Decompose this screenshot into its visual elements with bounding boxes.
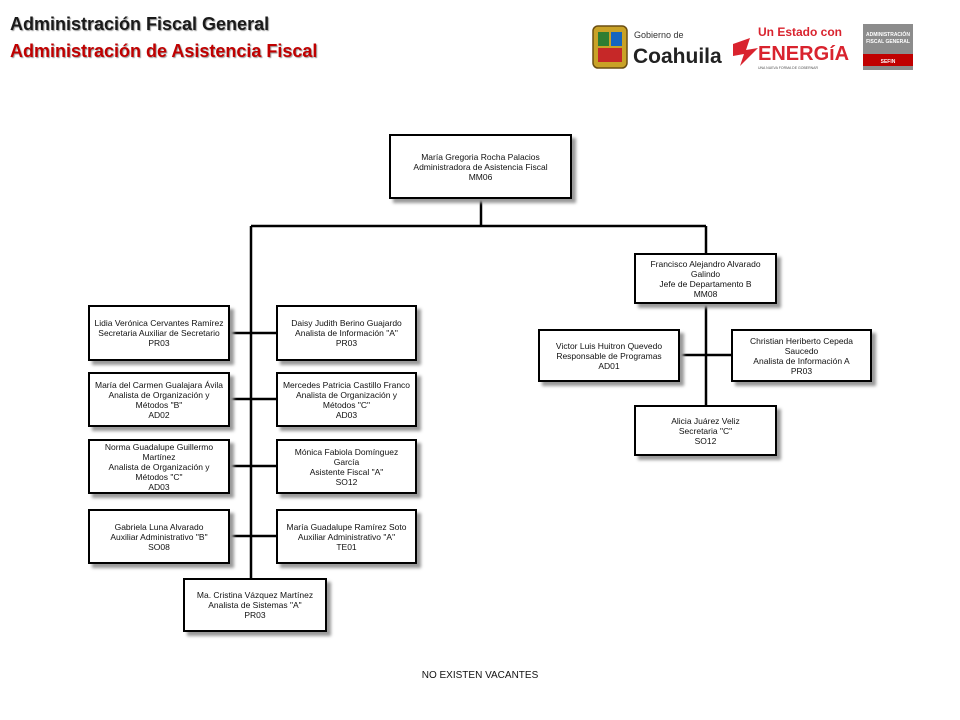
person-name: Christian Heriberto Cepeda Saucedo xyxy=(750,335,853,356)
person-name: María Guadalupe Ramírez Soto xyxy=(286,521,407,532)
vacancy-note: NO EXISTEN VACANTES xyxy=(421,670,539,681)
org-box-carmen: María del Carmen Gualajara Ávila Analist… xyxy=(88,372,230,427)
org-box-lidia: Lidia Verónica Cervantes Ramírez Secreta… xyxy=(88,305,230,361)
page-title: Administración Fiscal General xyxy=(10,14,270,34)
person-name: Norma Guadalupe Guillermo Martínez xyxy=(104,441,214,462)
page-subtitle: Administración de Asistencia Fiscal xyxy=(10,41,318,61)
header-logos: Gobierno de Coahuila Un Estado con ENERG… xyxy=(592,24,913,70)
person-name: Gabriela Luna Alvarado xyxy=(114,521,204,532)
org-box-daisy: Daisy Judith Berino Guajardo Analista de… xyxy=(276,305,417,361)
person-name: Francisco Alejandro Alvarado Galindo xyxy=(650,258,761,279)
position-code: MM08 xyxy=(693,288,718,299)
person-name: María Gregoria Rocha Palacios xyxy=(421,151,540,162)
position-title: Secretaria "C" xyxy=(678,425,733,436)
org-box-norma: Norma Guadalupe Guillermo Martínez Anali… xyxy=(88,439,230,494)
person-name: Daisy Judith Berino Guajardo xyxy=(291,318,402,328)
person-name: Ma. Cristina Vázquez Martínez xyxy=(196,590,314,600)
position-title: Analista de Sistemas "A" xyxy=(208,600,302,610)
position-title: Administradora de Asistencia Fiscal xyxy=(413,161,548,172)
logo-energia-big: ENERGíA xyxy=(758,43,849,65)
person-name: Lidia Verónica Cervantes Ramírez xyxy=(94,318,224,328)
position-title: Secretaria Auxiliar de Secretario xyxy=(98,328,220,338)
position-title: Auxiliar Administrativo "A" xyxy=(297,531,396,542)
org-box-cristina: Ma. Cristina Vázquez Martínez Analista d… xyxy=(183,578,327,632)
org-box-guadalupe: María Guadalupe Ramírez Soto Auxiliar Ad… xyxy=(276,509,417,564)
position-code: PR03 xyxy=(148,338,170,348)
position-title: Analista de Organización y Métodos "C" xyxy=(108,461,210,482)
person-name: Alicia Juárez Veliz xyxy=(671,415,740,426)
logo-afg-line1: ADMINISTRACIÓN xyxy=(866,30,910,38)
person-name: María del Carmen Gualajara Ávila xyxy=(94,379,224,390)
logo-afg-line2: FISCAL GENERAL xyxy=(866,39,910,45)
logo-coahuila-small: Gobierno de xyxy=(634,30,684,40)
position-code: PR03 xyxy=(790,365,813,376)
position-code: AD02 xyxy=(148,409,170,420)
position-code: SO12 xyxy=(335,476,358,487)
position-code: PR03 xyxy=(335,338,358,348)
org-box-victor: Victor Luis Huitron Quevedo Responsable … xyxy=(538,329,680,382)
position-code: SO12 xyxy=(694,435,717,446)
person-name: Mónica Fabiola Domínguez García xyxy=(294,446,399,467)
person-name: Mercedes Patricia Castillo Franco xyxy=(282,379,411,390)
position-code: AD01 xyxy=(598,360,620,371)
lightning-icon xyxy=(733,38,758,66)
position-title: Jefe de Departamento B xyxy=(659,278,752,289)
position-code: MM06 xyxy=(468,171,493,182)
person-name: Victor Luis Huitron Quevedo xyxy=(555,340,663,351)
position-title: Analista de Organización y Métodos "B" xyxy=(108,389,210,410)
logo-afg-line3: SEFIN xyxy=(881,59,896,65)
position-title: Analista de Información "A" xyxy=(295,328,398,338)
position-title: Analista de Organización y Métodos "C" xyxy=(295,389,398,410)
org-box-mercedes: Mercedes Patricia Castillo Franco Analis… xyxy=(276,372,417,427)
org-box-christian: Christian Heriberto Cepeda Saucedo Anali… xyxy=(731,329,872,382)
position-code: AD03 xyxy=(148,481,170,492)
position-title: Asistente Fiscal "A" xyxy=(309,466,384,477)
position-title: Auxiliar Administrativo "B" xyxy=(110,531,208,542)
position-title: Responsable de Programas xyxy=(556,350,662,361)
org-box-monica: Mónica Fabiola Domínguez García Asistent… xyxy=(276,439,417,494)
org-box-gabriela: Gabriela Luna Alvarado Auxiliar Administ… xyxy=(88,509,230,564)
org-box-alicia: Alicia Juárez Veliz Secretaria "C" SO12 xyxy=(634,405,777,456)
position-title: Analista de Información A xyxy=(753,355,850,366)
logo-energia-tag: UNA NUEVA FORMA DE GOBERNAR xyxy=(758,66,819,70)
position-code: PR03 xyxy=(244,610,266,620)
position-code: SO08 xyxy=(148,541,170,552)
coahuila-shield-icon xyxy=(592,25,628,69)
logo-energia-top: Un Estado con xyxy=(758,25,842,39)
position-code: AD03 xyxy=(335,409,358,420)
org-box-francisco: Francisco Alejandro Alvarado Galindo Jef… xyxy=(634,253,777,304)
org-box-administradora: María Gregoria Rocha Palacios Administra… xyxy=(389,134,572,199)
position-code: TE01 xyxy=(336,541,357,552)
logo-coahuila-big: Coahuila xyxy=(633,45,722,68)
